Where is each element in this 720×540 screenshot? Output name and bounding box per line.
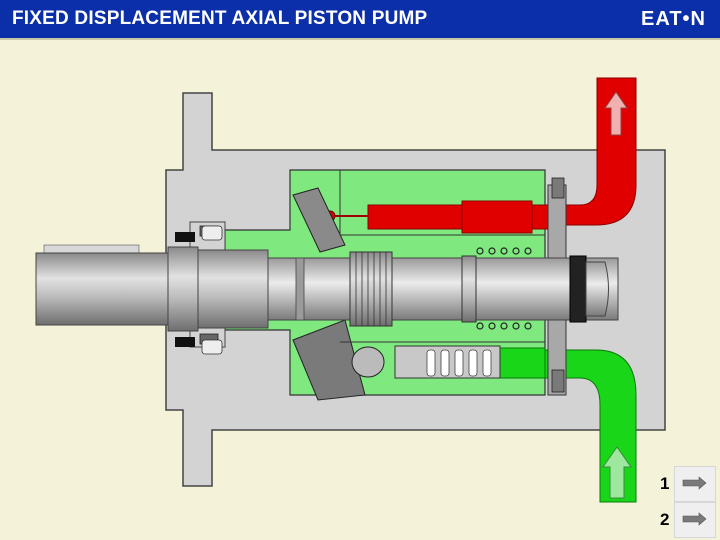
swash-plate [292, 187, 366, 401]
page-title: FIXED DISPLACEMENT AXIAL PISTON PUMP [12, 8, 428, 29]
step-2-button[interactable] [674, 502, 716, 538]
pointer-icon [682, 476, 707, 490]
outlet-arrow-icon [604, 91, 628, 136]
step-label-2: 2 [660, 510, 670, 529]
eaton-logo: EAT•N [641, 8, 706, 30]
cylinder-block [339, 170, 545, 343]
cylinder-springs [476, 247, 532, 330]
step-1-button[interactable] [674, 466, 716, 502]
inlet-arrow-icon [602, 446, 632, 499]
piston-lower [351, 345, 501, 379]
drive-shaft [35, 244, 619, 332]
step-label-1: 1 [660, 474, 670, 493]
shaft-bearings [175, 225, 223, 355]
title-bar: FIXED DISPLACEMENT AXIAL PISTON PUMP EAT… [0, 0, 720, 40]
pointer-icon [682, 512, 707, 526]
